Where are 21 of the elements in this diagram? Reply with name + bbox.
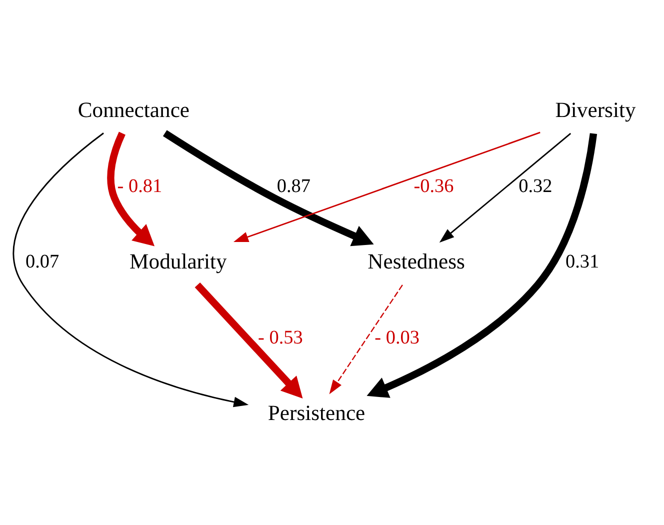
arrow [13, 132, 249, 407]
arrow [366, 132, 598, 398]
node-text: Persistence [268, 400, 366, 424]
arrow [162, 130, 374, 246]
node-text: Modularity [130, 248, 227, 273]
arrow [439, 132, 572, 242]
arrow [329, 284, 403, 394]
edge-label: - 0.03 [374, 326, 420, 348]
arrow [107, 131, 155, 246]
node-text: Nestedness [368, 248, 465, 273]
edge-label: 0.87 [276, 175, 310, 196]
edge-label: - 0.53 [258, 326, 303, 348]
arrow [233, 131, 540, 242]
edge-label: -0.36 [414, 175, 454, 196]
edge-label: 0.32 [518, 175, 552, 196]
node-text: Connectance [78, 97, 190, 122]
edge-label: - 0.81 [117, 175, 162, 196]
edge-label: 0.07 [25, 251, 60, 272]
arrow [194, 282, 303, 398]
node-text: Diversity [555, 97, 636, 122]
edge-label: 0.31 [565, 251, 600, 272]
